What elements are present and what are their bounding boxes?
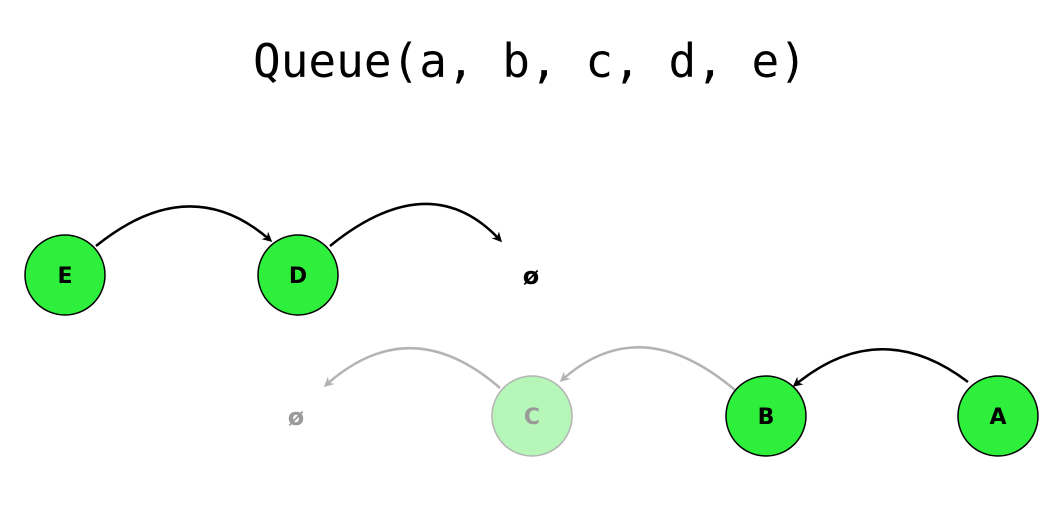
null-bottom: ø [288,403,305,431]
edge-c-to-null-bottom [323,347,501,389]
node-a: A [957,375,1039,457]
page-title: Queue(a, b, c, d, e) [253,34,807,88]
node-b-label: B [758,405,775,430]
node-d: D [257,234,339,316]
edge-d-to-null-top [329,202,503,247]
edge-b-to-c [559,346,736,391]
edge-e-to-d [95,205,273,247]
node-b: B [725,375,807,457]
node-c-label: C [524,405,540,430]
node-e: E [24,234,106,316]
node-e-label: E [57,264,72,289]
node-c: C [491,375,573,457]
node-a-label: A [989,405,1006,430]
null-top: ø [523,262,540,290]
edge-a-to-b [792,348,969,387]
node-d-label: D [289,264,307,289]
